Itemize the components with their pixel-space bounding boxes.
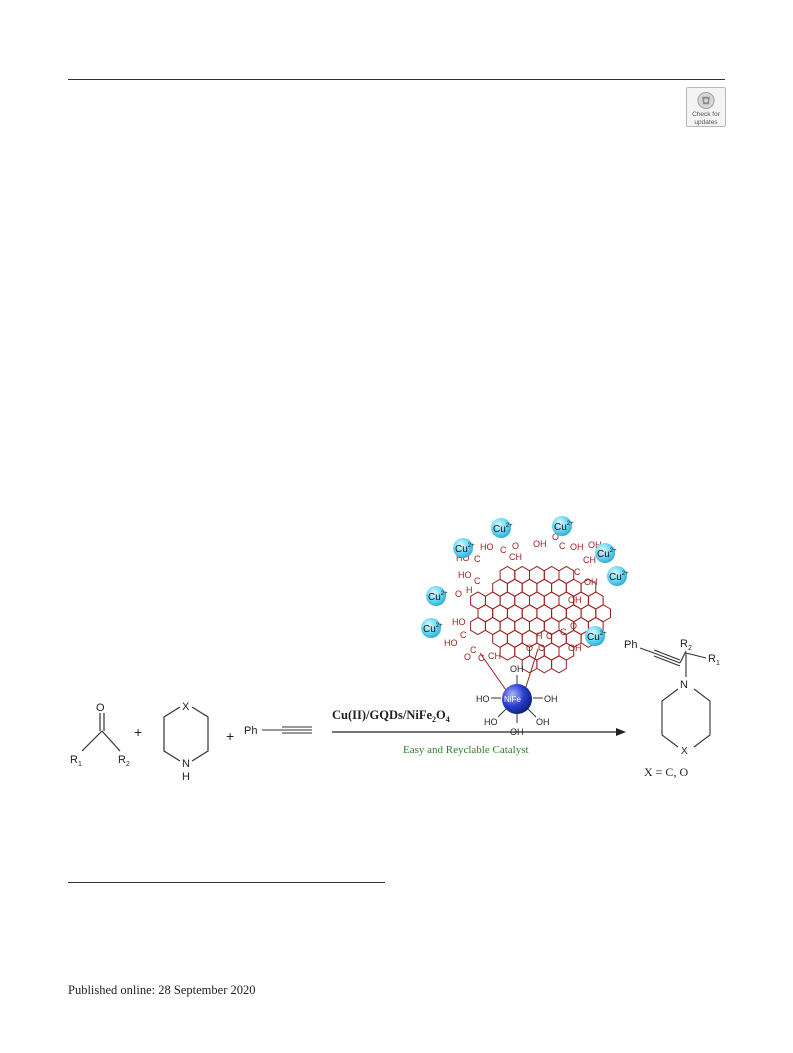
svg-text:CH: CH: [488, 651, 501, 661]
svg-text:C: C: [474, 576, 481, 586]
product-n: N: [680, 679, 688, 691]
graphene-hexagon: [551, 655, 567, 674]
catalyst-label: Cu(II)/GQDs/NiFe2O4: [332, 708, 450, 724]
nife2o4-core: [502, 684, 532, 714]
svg-text:HO: HO: [458, 570, 472, 580]
svg-text:O: O: [570, 621, 577, 631]
cu-sphere: [453, 538, 473, 558]
badge-label-1: Check for: [692, 111, 720, 118]
svg-text:HO: HO: [484, 717, 498, 727]
header-rule: [68, 79, 725, 80]
svg-text:OH: OH: [568, 643, 582, 653]
amine-x: X: [182, 701, 190, 713]
cu-sphere: [585, 626, 605, 646]
svg-text:HO: HO: [452, 617, 466, 627]
cu-sphere: [491, 518, 511, 538]
svg-text:HO: HO: [476, 694, 490, 704]
svg-text:OH: OH: [533, 539, 547, 549]
amine-n: N: [182, 758, 190, 770]
reaction-arrow: [332, 728, 626, 736]
cu-label: Cu2+: [609, 571, 629, 583]
svg-text:C: C: [460, 630, 467, 640]
svg-text:C: C: [474, 554, 481, 564]
graphene-sheet: [470, 565, 611, 674]
cu-label: Cu2+: [587, 631, 607, 643]
svg-text:C: C: [559, 541, 566, 551]
svg-text:OH: OH: [570, 542, 584, 552]
svg-text:C: C: [500, 545, 507, 555]
svg-text:O: O: [464, 652, 471, 662]
ketone-r2: R2: [118, 754, 130, 768]
svg-text:O: O: [552, 532, 559, 542]
reaction-scheme: O R1 R2 + X N H + Ph Cu(II)/GQDs/NiFe2O4…: [70, 516, 720, 783]
svg-text:HO: HO: [456, 553, 470, 563]
core-label: NiFe: [504, 695, 521, 704]
cu-sphere: [421, 618, 441, 638]
svg-text:C: C: [470, 645, 477, 655]
core-hydroxyls: [491, 675, 543, 723]
check-updates-icon: [697, 91, 715, 110]
plus-sign-1: +: [134, 724, 142, 740]
cu-label: Cu2+: [455, 543, 475, 555]
svg-text:OH: OH: [536, 717, 550, 727]
cu-sphere: [426, 586, 446, 606]
svg-text:C: C: [560, 627, 567, 637]
svg-text:C: C: [574, 567, 581, 577]
footnote-rule: [68, 882, 385, 883]
graphene-hexagon: [499, 642, 516, 661]
ketone-oxygen: O: [96, 702, 105, 714]
svg-text:HO: HO: [444, 638, 458, 648]
amine-h: H: [182, 771, 190, 783]
cu-sphere: [607, 566, 627, 586]
svg-text:O: O: [512, 541, 519, 551]
alkyne-bond: [262, 726, 312, 734]
alkyne-ph: Ph: [244, 725, 257, 737]
product-structure: [639, 647, 711, 748]
product-r2: R2: [680, 638, 692, 652]
ketone-r1: R1: [70, 754, 82, 768]
svg-text:H: H: [466, 585, 473, 595]
plus-sign-2: +: [226, 728, 234, 744]
check-for-updates-badge[interactable]: Check for updates: [686, 87, 726, 127]
svg-text:C: C: [478, 653, 485, 663]
svg-text:OH: OH: [510, 727, 524, 737]
cu-label: Cu2+: [597, 548, 617, 560]
cu-label: Cu2+: [554, 521, 574, 533]
svg-text:O: O: [526, 643, 533, 653]
svg-text:OH: OH: [544, 694, 558, 704]
product-r1: R1: [708, 653, 720, 667]
svg-text:O: O: [455, 589, 462, 599]
arrow-caption: Easy and Reyclable Catalyst: [403, 744, 529, 756]
svg-text:OH: OH: [588, 540, 602, 550]
ketone-structure: [81, 713, 121, 752]
graphene-hexagon: [470, 616, 486, 636]
published-date: Published online: 28 September 2020: [68, 983, 256, 997]
svg-text:C: C: [538, 643, 545, 653]
cu-ions: Cu2+ Cu2+ Cu2+ Cu2+ Cu2+ Cu2+ Cu2+ Cu2+: [421, 516, 629, 646]
graphene-hexagon: [536, 655, 553, 674]
svg-text:CH: CH: [509, 552, 522, 562]
product-ph: Ph: [624, 639, 637, 651]
svg-text:OH: OH: [568, 595, 582, 605]
cu-label: Cu2+: [428, 591, 448, 603]
cu-sphere: [552, 516, 572, 536]
cu-sphere: [595, 543, 615, 563]
product-note: X = C, O: [644, 765, 688, 779]
svg-text:OH: OH: [510, 664, 524, 674]
badge-label-2: updates: [694, 119, 718, 126]
svg-text:CH: CH: [583, 555, 596, 565]
product-x: X: [681, 746, 688, 757]
svg-text:OH: OH: [584, 577, 598, 587]
cu-label: Cu2+: [493, 523, 513, 535]
svg-text:C: C: [546, 631, 553, 641]
svg-text:H: H: [536, 631, 543, 641]
cu-label: Cu2+: [423, 623, 443, 635]
svg-text:HO: HO: [480, 542, 494, 552]
amine-ring: [163, 706, 209, 762]
